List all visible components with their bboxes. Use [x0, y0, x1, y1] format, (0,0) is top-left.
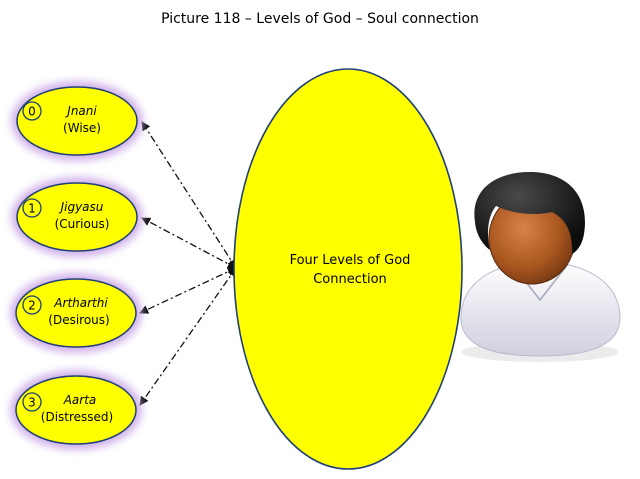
page-title: Picture 118 – Levels of God – Soul conne… [161, 11, 479, 27]
level-name: Artharthi [53, 296, 108, 310]
level-number: 1 [28, 202, 36, 216]
level-number: 3 [28, 396, 36, 410]
level-badge [22, 295, 42, 315]
arrow-level-3 [139, 267, 237, 406]
level-meaning: (Curious) [55, 217, 110, 231]
level-node-3: 3 Aarta (Distressed) [10, 370, 142, 450]
person-icon [460, 172, 621, 362]
level-number: 2 [28, 299, 36, 313]
arrow-level-0 [141, 121, 237, 269]
connection-arrows [139, 121, 237, 406]
level-badge [22, 392, 42, 412]
central-label-line1: Four Levels of God [290, 253, 411, 268]
level-name: Aarta [63, 393, 97, 407]
level-badge [22, 101, 42, 121]
arrow-level-1 [141, 217, 237, 269]
central-node: Four Levels of God Connection [233, 68, 463, 470]
level-meaning: (Desirous) [48, 313, 109, 327]
level-name: Jigyasu [59, 200, 104, 214]
level-number: 0 [28, 105, 36, 119]
level-node-1: 1 Jigyasu (Curious) [11, 177, 143, 257]
level-node-0: 0 Jnani (Wise) [11, 81, 143, 161]
arrow-level-2 [139, 267, 237, 314]
central-label-line2: Connection [313, 272, 387, 287]
level-badge [22, 198, 42, 218]
level-meaning: (Wise) [63, 121, 101, 135]
level-node-2: 2 Artharthi (Desirous) [10, 273, 142, 353]
level-name: Jnani [65, 104, 97, 118]
level-meaning: (Distressed) [41, 410, 113, 424]
